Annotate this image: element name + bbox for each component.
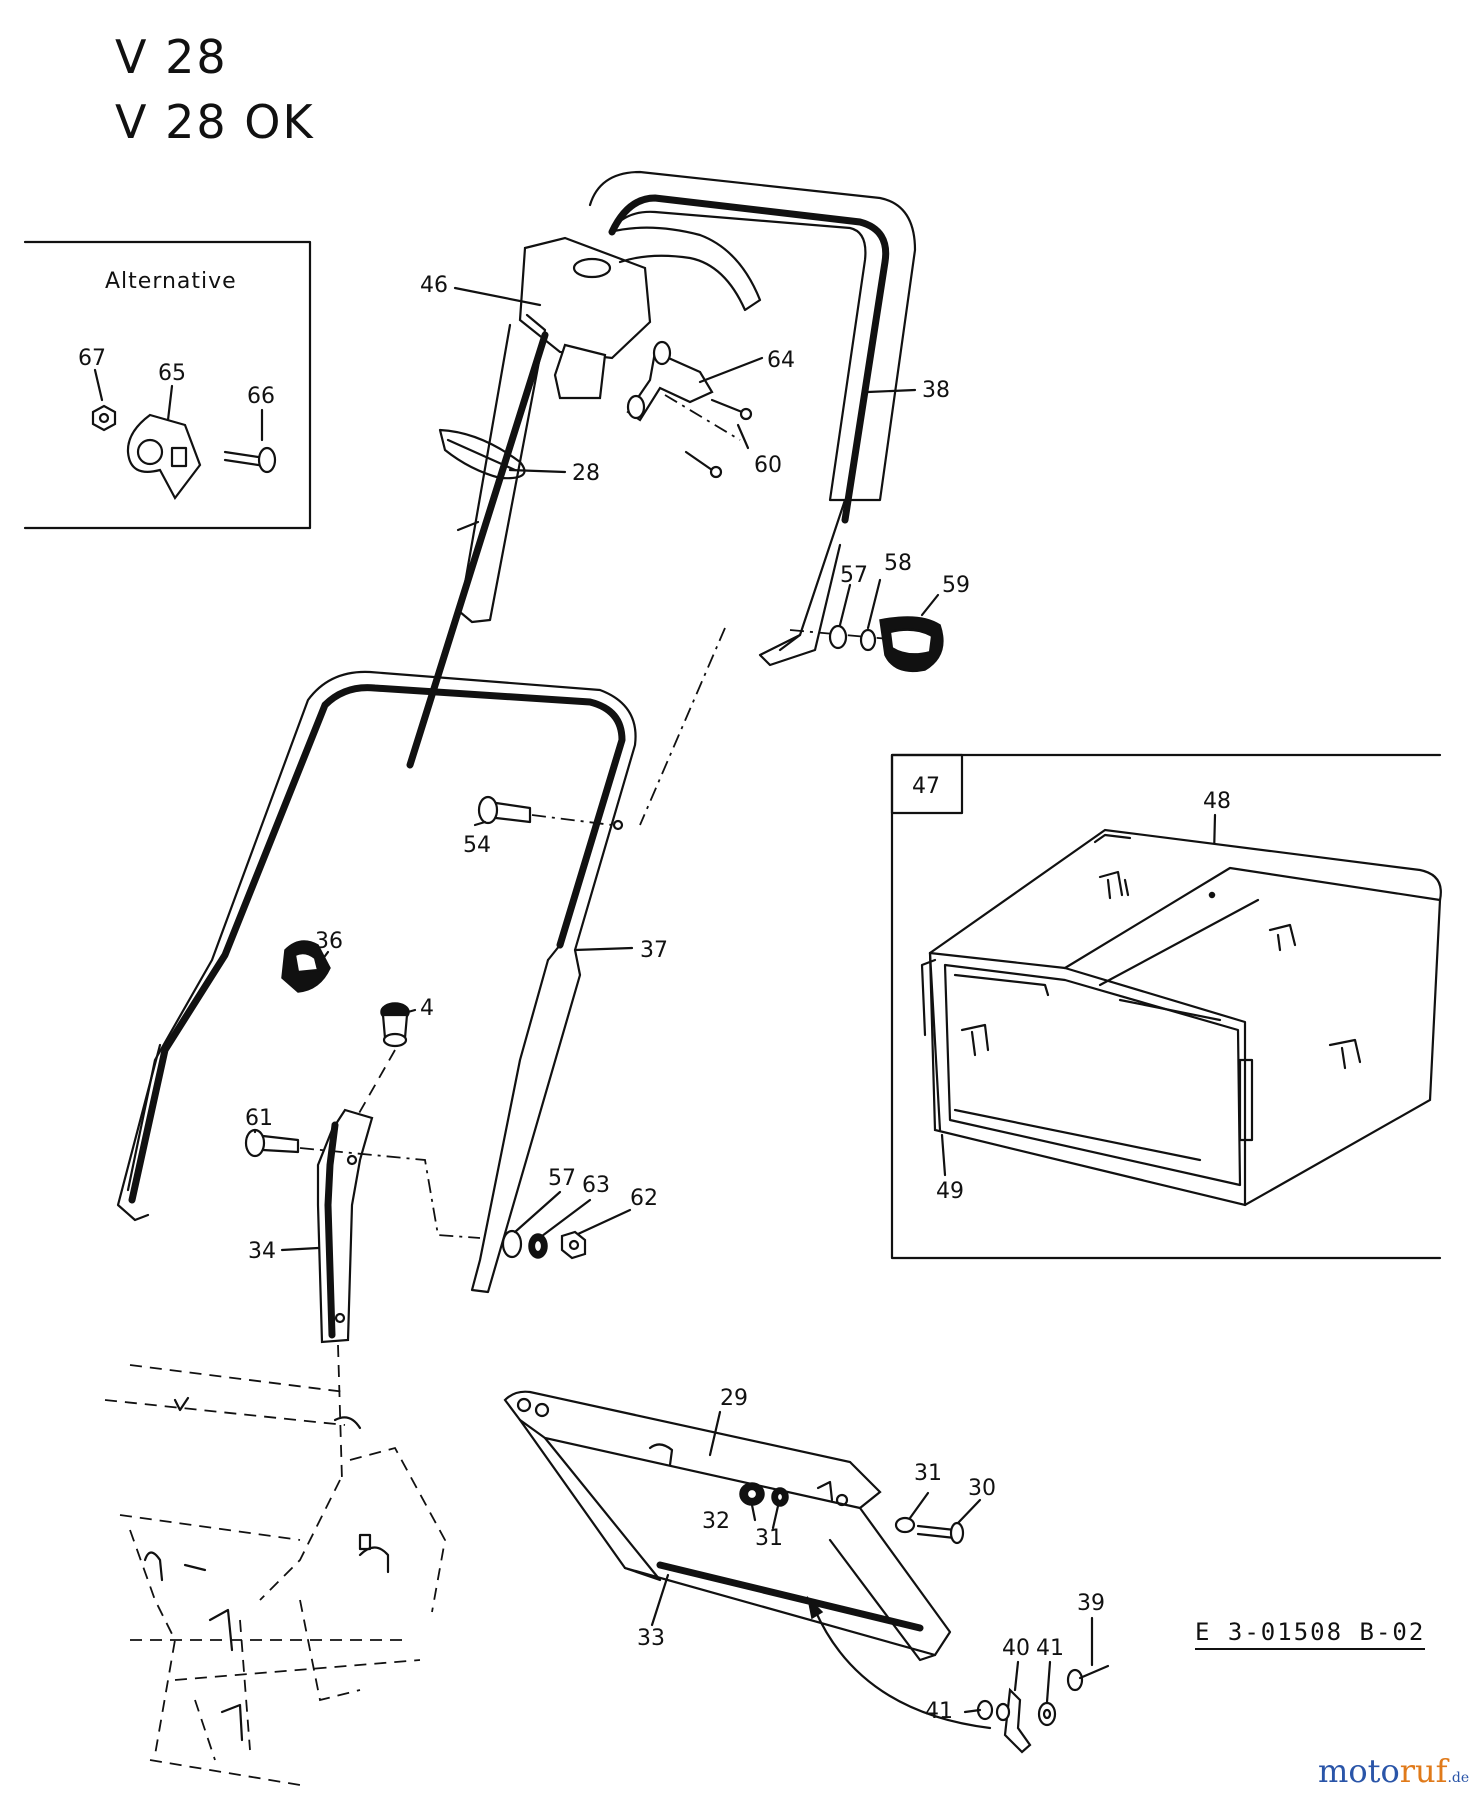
callout-29: 29: [720, 1386, 748, 1411]
callout-38: 38: [922, 378, 950, 403]
callout-41a: 41: [1036, 1636, 1064, 1661]
callout-36: 36: [315, 929, 343, 954]
mower-deck-outline: [104, 1344, 446, 1786]
callout-39: 39: [1077, 1591, 1105, 1616]
hinge-spring-assembly: [806, 1595, 1110, 1754]
callout-34: 34: [248, 1239, 276, 1264]
handle-knob-assembly: [639, 616, 944, 826]
callout-58: 58: [884, 551, 912, 576]
callout-37: 37: [640, 938, 668, 963]
callout-46: 46: [420, 273, 448, 298]
alternative-title: Alternative: [105, 269, 237, 294]
grass-catcher-inset: 47 48 49: [890, 753, 1442, 1260]
lower-handle: [116, 670, 637, 1294]
callout-32: 32: [702, 1509, 730, 1534]
callout-61: 61: [245, 1106, 273, 1131]
callout-33: 33: [637, 1626, 665, 1651]
watermark-part1: moto: [1318, 1752, 1400, 1790]
model-label-1: V 28: [115, 30, 228, 84]
switch-box: [518, 236, 652, 360]
callout-59: 59: [942, 573, 970, 598]
callout-28: 28: [572, 461, 600, 486]
callout-66: 66: [247, 384, 275, 409]
callout-63: 63: [582, 1173, 610, 1198]
callout-49: 49: [936, 1179, 964, 1204]
callout-30: 30: [968, 1476, 996, 1501]
callout-64: 64: [767, 348, 795, 373]
callout-4: 4: [420, 996, 434, 1021]
clamp-part: [126, 413, 202, 501]
alternative-inset: Alternative 67 65 66: [23, 240, 312, 530]
callout-54: 54: [463, 833, 491, 858]
washer-nut-62: [501, 1229, 587, 1260]
watermark-part3: .de: [1447, 1770, 1470, 1786]
callout-60: 60: [754, 453, 782, 478]
callout-41b: 41: [925, 1699, 953, 1724]
callout-47: 47: [912, 774, 940, 799]
callout-57b: 57: [548, 1166, 576, 1191]
callout-48: 48: [1203, 789, 1231, 814]
callout-57a: 57: [840, 563, 868, 588]
callout-labels: 46 64 38 60 28 57 58 59 54 36 37 4 61 57…: [245, 273, 1105, 1724]
callout-31b: 31: [755, 1526, 783, 1551]
callout-40: 40: [1002, 1636, 1030, 1661]
upper-handle: [406, 170, 917, 769]
drawing-code: E 3-01508 B-02: [1195, 1618, 1426, 1650]
model-label-2: V 28 OK: [115, 95, 315, 149]
callout-62: 62: [630, 1186, 658, 1211]
plug-4: [357, 1002, 410, 1116]
grass-catcher-box: [928, 828, 1442, 1207]
callout-65: 65: [158, 361, 186, 386]
leader-lines: [253, 286, 1094, 1714]
watermark-part2: ruf: [1399, 1752, 1448, 1790]
bolt-54: [477, 795, 613, 826]
callout-67: 67: [78, 346, 106, 371]
bracket-34: [316, 1108, 374, 1344]
rear-flap-frame: [503, 1390, 952, 1662]
frame-fasteners: [739, 1482, 965, 1545]
nut-part: [91, 404, 117, 432]
watermark-logo: motoruf.de: [1318, 1752, 1469, 1790]
callout-31a: 31: [914, 1461, 942, 1486]
